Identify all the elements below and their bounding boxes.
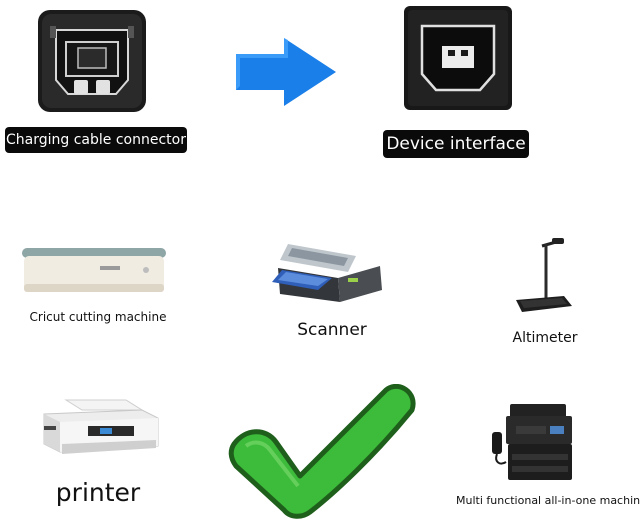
cutting-machine-icon — [20, 244, 168, 296]
checkmark-icon — [226, 384, 420, 520]
device-label-cutting-machine: Cricut cutting machine — [29, 310, 167, 324]
scanner-icon — [268, 238, 384, 308]
document-camera-icon — [512, 234, 574, 314]
right-arrow-icon — [232, 36, 340, 108]
target-interface-label: Device interface — [383, 130, 529, 158]
device-label-printer: printer — [55, 478, 141, 507]
usb-b-device-port-icon — [402, 4, 514, 112]
device-label-multifunction: Multi functional all-in-one machine — [456, 494, 640, 507]
device-label-altimeter: Altimeter — [512, 330, 578, 346]
device-label-scanner: Scanner — [297, 320, 367, 340]
source-connector-label: Charging cable connector — [5, 127, 187, 153]
usb-b-cable-connector-icon — [36, 8, 148, 114]
multifunction-printer-icon — [490, 402, 582, 484]
printer-icon — [38, 396, 164, 462]
